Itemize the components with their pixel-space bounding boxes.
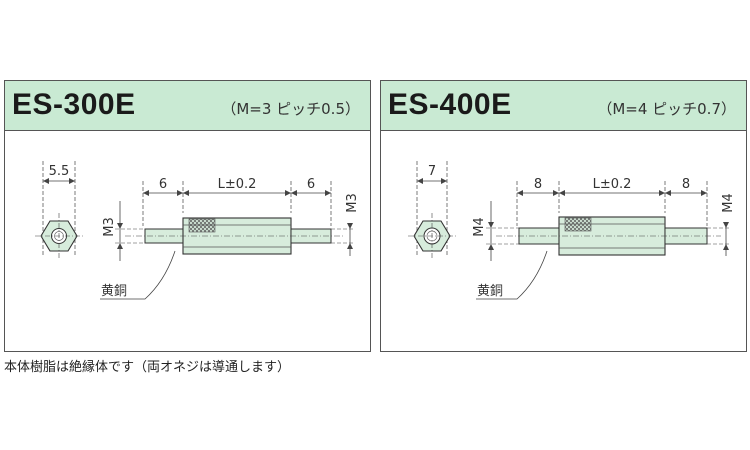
hex-dimension: 7 [428,164,436,179]
model-name: ES-400E [388,88,512,121]
footnote: 本体樹脂は絶縁体です（両オネジは導通します） [4,360,291,375]
material-label: 黄銅 [477,284,503,299]
thread-length-left: 8 [534,177,542,192]
thread-label-left: M4 [472,217,487,237]
thread-length-right: 8 [682,177,690,192]
panel-header: ES-300E （M=3 ピッチ0.5） [5,81,370,131]
dimension-drawing: 7 M4 8 L±0.2 8 [408,161,736,300]
side-view: M3 6 L±0.2 6 [100,177,360,300]
material-label: 黄銅 [101,284,127,299]
body-length: L±0.2 [218,177,257,192]
hex-end-view: 7 [408,161,456,259]
model-name: ES-300E [12,88,136,121]
thread-spec: （M=4 ピッチ0.7） [597,100,736,118]
side-view: M4 8 L±0.2 8 M4 [472,177,736,300]
thread-label-left: M3 [102,217,117,237]
spec-panel-es-300e: ES-300E （M=3 ピッチ0.5） 5.5 M3 [4,80,371,352]
thread-length-left: 6 [159,177,167,192]
body-length: L±0.2 [593,177,632,192]
hex-end-view: 5.5 [35,161,83,259]
thread-length-right: 6 [307,177,315,192]
thread-spec: （M=3 ピッチ0.5） [221,100,360,118]
dimension-drawing: 5.5 M3 6 L±0.2 6 [35,161,360,300]
thread-label-right: M4 [721,193,736,213]
panel-header: ES-400E （M=4 ピッチ0.7） [381,81,746,131]
spec-panel-es-400e: ES-400E （M=4 ピッチ0.7） 7 M4 [380,80,747,352]
thread-label-right: M3 [345,193,360,213]
hex-dimension: 5.5 [49,164,70,179]
